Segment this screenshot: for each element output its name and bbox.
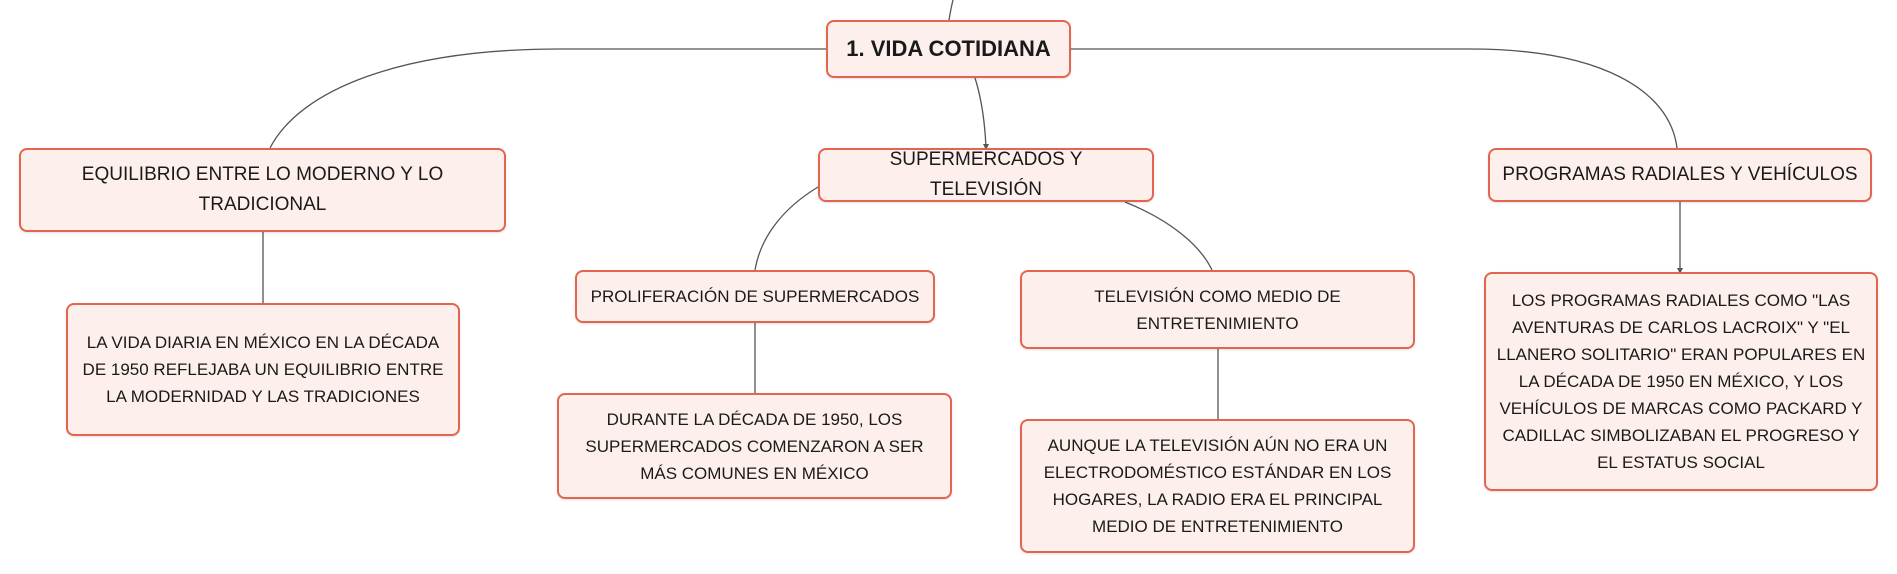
arrowhead xyxy=(1677,268,1683,274)
detail-text: DURANTE LA DÉCADA DE 1950, LOS SUPERMERC… xyxy=(585,409,924,483)
topic-equilibrio[interactable]: EQUILIBRIO ENTRE LO MODERNO Y LO TRADICI… xyxy=(19,148,506,232)
detail-text: LOS PROGRAMAS RADIALES COMO "LAS AVENTUR… xyxy=(1496,291,1866,472)
connector-line xyxy=(948,0,954,21)
root-node[interactable]: 1. VIDA COTIDIANA xyxy=(826,20,1071,78)
detail-supermercados[interactable]: DURANTE LA DÉCADA DE 1950, LOS SUPERMERC… xyxy=(557,393,952,499)
topic-label: EQUILIBRIO ENTRE LO MODERNO Y LO TRADICI… xyxy=(81,164,444,215)
topic-label: PROGRAMAS RADIALES Y VEHÍCULOS xyxy=(1502,164,1858,185)
root-node-label: 1. VIDA COTIDIANA xyxy=(846,36,1051,61)
subtopic-television-entretenimiento[interactable]: TELEVISIÓN COMO MEDIO DE ENTRETENIMIENTO xyxy=(1020,270,1415,349)
connector-line xyxy=(1124,201,1213,271)
subtopic-proliferacion-supermercados[interactable]: PROLIFERACIÓN DE SUPERMERCADOS xyxy=(575,270,935,323)
connector-line xyxy=(1071,48,1678,149)
connector-line xyxy=(269,48,826,149)
subtopic-label: PROLIFERACIÓN DE SUPERMERCADOS xyxy=(590,287,920,306)
topic-programas-radiales[interactable]: PROGRAMAS RADIALES Y VEHÍCULOS xyxy=(1488,148,1872,202)
connector-line xyxy=(754,186,819,271)
detail-television[interactable]: AUNQUE LA TELEVISIÓN AÚN NO ERA UN ELECT… xyxy=(1020,419,1415,553)
topic-supermercados-television[interactable]: SUPERMERCADOS Y TELEVISIÓN xyxy=(818,148,1154,202)
detail-text: LA VIDA DIARIA EN MÉXICO EN LA DÉCADA DE… xyxy=(82,333,444,406)
subtopic-label: TELEVISIÓN COMO MEDIO DE ENTRETENIMIENTO xyxy=(1094,286,1341,333)
detail-programas-radiales[interactable]: LOS PROGRAMAS RADIALES COMO "LAS AVENTUR… xyxy=(1484,272,1878,491)
detail-text: AUNQUE LA TELEVISIÓN AÚN NO ERA UN ELECT… xyxy=(1043,436,1392,536)
arrowhead xyxy=(983,144,989,150)
topic-label: SUPERMERCADOS Y TELEVISIÓN xyxy=(889,149,1083,200)
detail-equilibrio[interactable]: LA VIDA DIARIA EN MÉXICO EN LA DÉCADA DE… xyxy=(66,303,460,436)
connector-line xyxy=(974,77,987,149)
